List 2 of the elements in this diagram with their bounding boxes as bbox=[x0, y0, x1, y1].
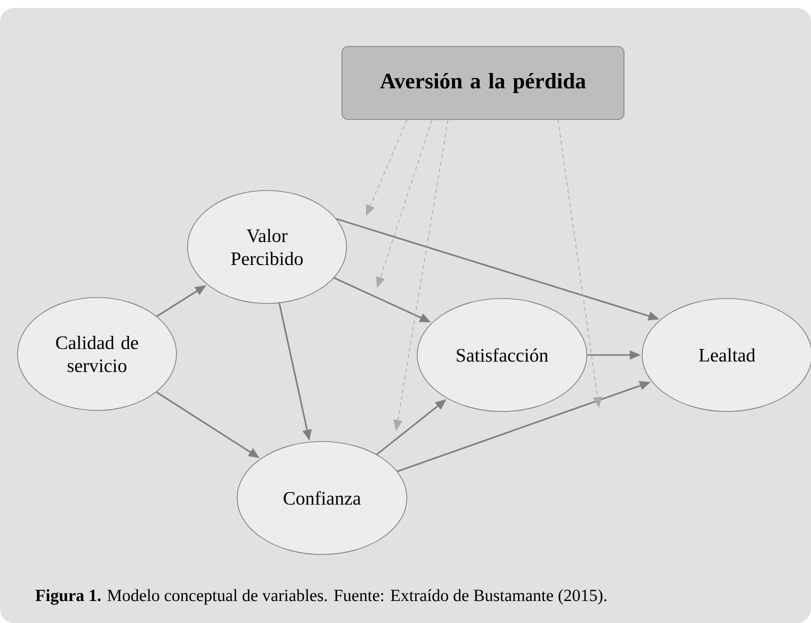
variable-box: Aversión a la pérdida bbox=[342, 46, 624, 120]
caption: Figura 1. Modelo conceptual de variables. Fuente: Extraído de Bustamante (2015). bbox=[36, 589, 606, 605]
